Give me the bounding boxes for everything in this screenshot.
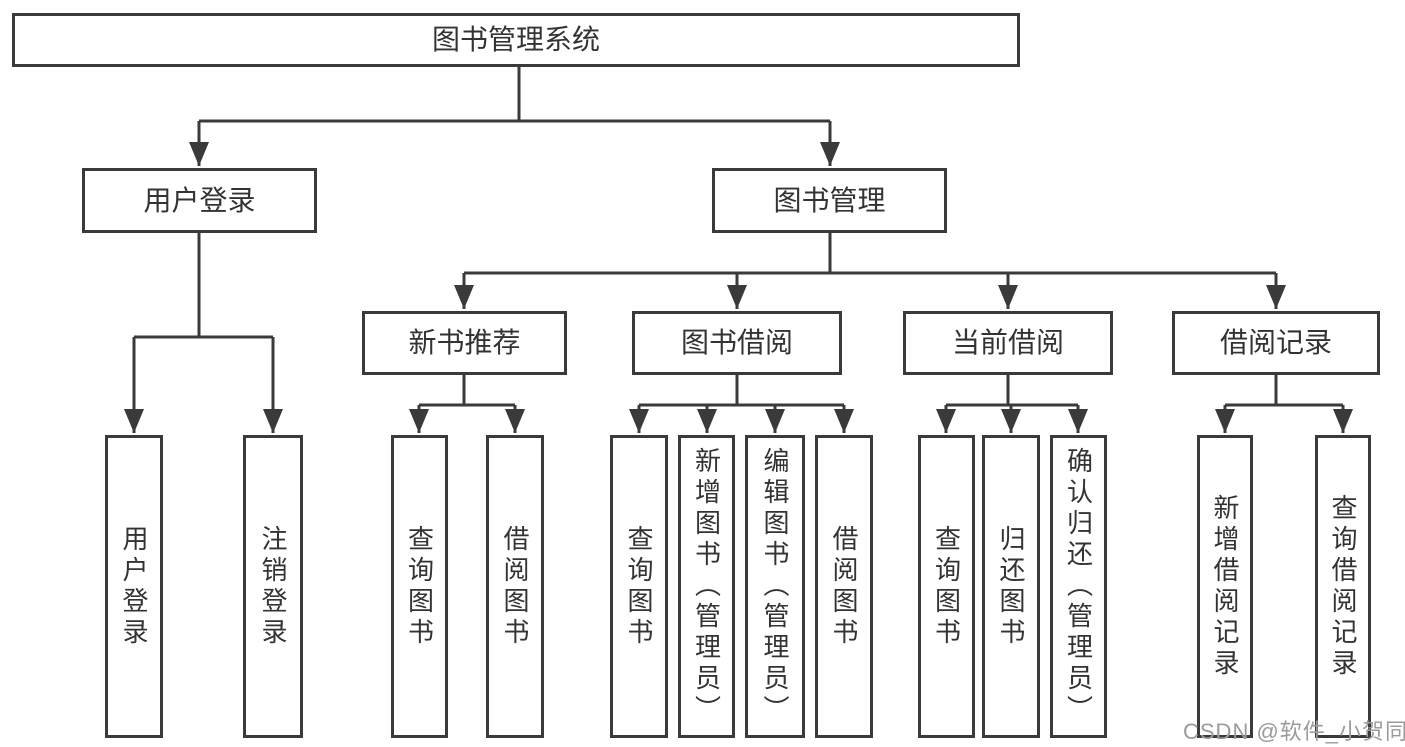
- node-user-login: 用户登录: [82, 168, 317, 233]
- leaf-borrowing-add-books-admin: 新增图书（管理员）: [678, 435, 735, 738]
- leaf-current-return-books: 归还图书: [982, 435, 1040, 738]
- node-borrowing-records: 借阅记录: [1172, 311, 1380, 375]
- leaf-current-query-books: 查询图书: [918, 435, 975, 738]
- leaf-borrowing-query-books: 查询图书: [610, 435, 668, 738]
- leaf-borrowing-edit-books-admin: 编辑图书（管理员）: [745, 435, 805, 738]
- leaf-current-confirm-return-admin: 确认归还（管理员）: [1050, 435, 1107, 738]
- leaf-records-query-record: 查询借阅记录: [1315, 435, 1371, 738]
- leaf-logout: 注销登录: [243, 435, 303, 738]
- node-book-management: 图书管理: [712, 168, 947, 233]
- csdn-watermark: CSDN @软件_小贺同学: [1183, 719, 1405, 744]
- leaf-records-add-record: 新增借阅记录: [1197, 435, 1253, 738]
- node-new-book-recommend: 新书推荐: [362, 311, 567, 375]
- leaf-borrowing-borrow-books: 借阅图书: [815, 435, 873, 738]
- node-current-borrowing: 当前借阅: [903, 311, 1113, 375]
- node-book-borrowing: 图书借阅: [632, 311, 842, 375]
- leaf-recommend-query-books: 查询图书: [391, 435, 448, 738]
- leaf-user-login: 用户登录: [105, 435, 163, 738]
- leaf-recommend-borrow-books: 借阅图书: [486, 435, 544, 738]
- node-library-management-system: 图书管理系统: [12, 13, 1020, 67]
